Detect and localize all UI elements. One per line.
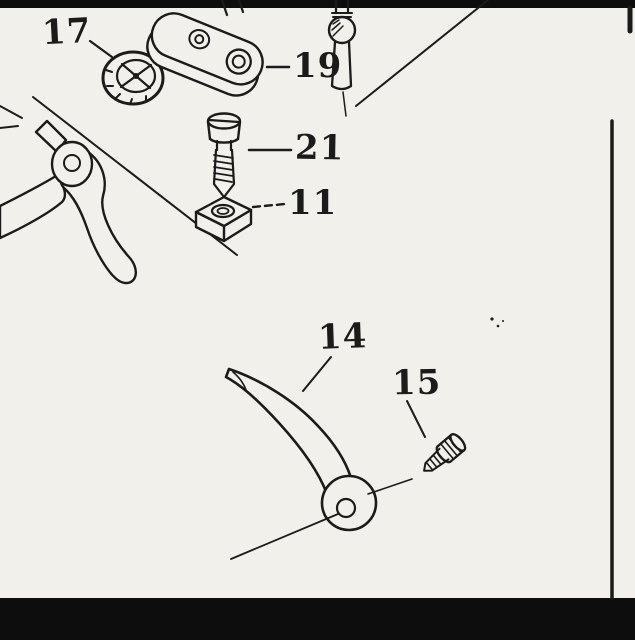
stud-lines-above-bracket (220, 0, 245, 17)
thumb-screw-part (406, 400, 467, 472)
nut-part (194, 195, 287, 243)
knurl-marks (105, 69, 147, 105)
lever-hole (335, 497, 357, 519)
screw-axis-line (367, 478, 413, 495)
part-number-21-label: 21 (294, 127, 345, 169)
part-number-19-label: 19 (293, 46, 343, 86)
lever-boss (320, 474, 378, 532)
part-number-11-label: 11 (288, 183, 338, 223)
leader-line-top-right (355, 0, 489, 107)
fork-lever-part (0, 105, 137, 285)
bracket-part (146, 0, 291, 97)
fork-lever-hole (63, 154, 81, 172)
bracket-large-hole (225, 48, 252, 75)
leader-line-bottom (230, 513, 339, 560)
leader-line-14 (302, 356, 332, 392)
leader-line-17 (88, 39, 114, 59)
leader-line-15 (406, 400, 426, 438)
part-number-15-label: 15 (391, 362, 442, 404)
part-number-17-label: 17 (40, 10, 93, 54)
thumb-screw-threads (425, 450, 446, 471)
lever-part (224, 356, 413, 560)
ball-stud-part (327, 0, 489, 117)
ball-hatching (331, 19, 344, 37)
bracket-small-hole (194, 34, 205, 45)
part-number-14-label: 14 (317, 316, 369, 358)
page-border-lines (610, 5, 633, 600)
screw-head-knurl (439, 437, 462, 460)
leader-line-11 (251, 202, 287, 209)
paper-background (0, 8, 635, 598)
nut-hole (210, 203, 236, 219)
scan-speckles (490, 317, 504, 328)
knob-part (88, 39, 165, 106)
screw-threads (213, 154, 234, 183)
screw-head-slot (207, 118, 241, 124)
letterbox-bottom (0, 598, 635, 640)
letterbox-top (0, 0, 635, 8)
